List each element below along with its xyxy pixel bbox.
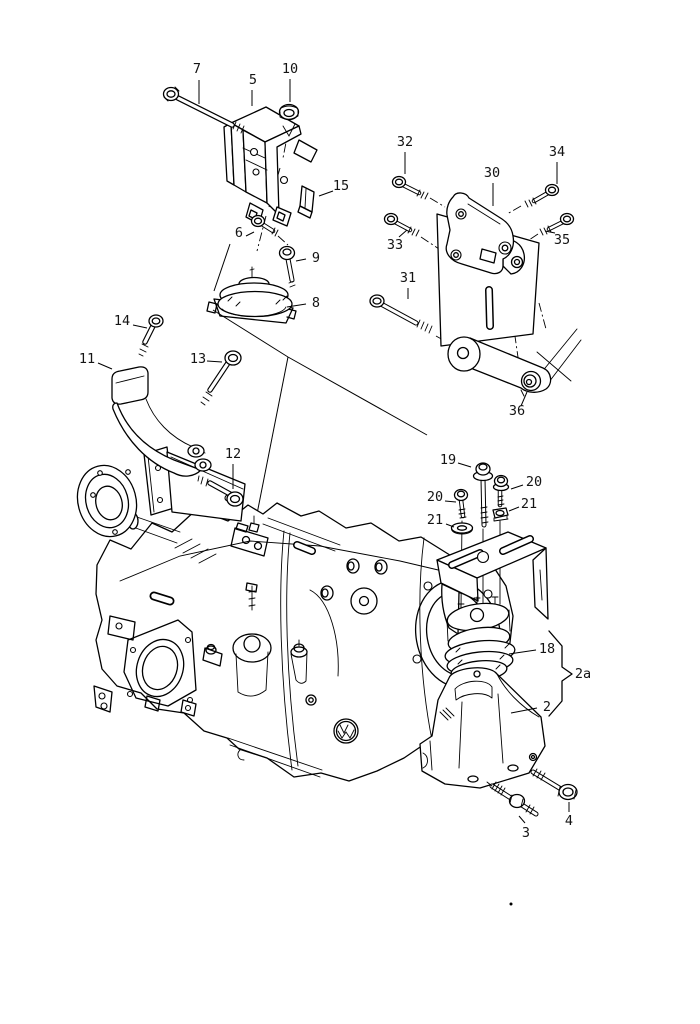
stray-dot [509, 902, 513, 906]
callout-3[interactable]: 3 [522, 825, 530, 841]
leader-lines [97, 79, 570, 824]
callout-33[interactable]: 33 [387, 237, 403, 253]
pendulum-support-36 [447, 328, 582, 397]
callout-4[interactable]: 4 [565, 813, 573, 829]
bolt-20-left [453, 488, 469, 519]
bracket-30 [445, 192, 526, 275]
callout-9[interactable]: 9 [312, 250, 320, 266]
mount-8 [206, 266, 297, 324]
bolt-31 [369, 294, 433, 334]
callout-21-left[interactable]: 21 [427, 512, 443, 528]
callout-35[interactable]: 35 [554, 232, 570, 248]
mount-assembly-top-right [369, 175, 582, 397]
screw-32 [391, 175, 429, 200]
mount-assembly-right [419, 462, 578, 817]
washer-21-left [450, 522, 474, 535]
brace-2a [548, 630, 573, 717]
callout-32[interactable]: 32 [397, 134, 413, 150]
bolt-20-right [492, 474, 510, 508]
screw-34 [524, 183, 560, 208]
callout-11[interactable]: 11 [79, 351, 95, 367]
callout-2a[interactable]: 2a [575, 666, 591, 682]
nut-10 [278, 103, 300, 137]
screw-6 [250, 214, 279, 237]
callout-36[interactable]: 36 [509, 403, 525, 419]
bolt-4 [530, 768, 578, 801]
vw-logo-icon [333, 718, 359, 744]
callout-14[interactable]: 14 [114, 313, 130, 329]
callout-6[interactable]: 6 [235, 225, 243, 241]
callout-7[interactable]: 7 [193, 61, 201, 77]
bolt-19 [472, 462, 494, 528]
callout-2[interactable]: 2 [543, 699, 551, 715]
callout-18[interactable]: 18 [539, 641, 555, 657]
callout-labels: 7 5 10 15 6 9 8 32 30 34 33 35 31 36 14 … [79, 61, 591, 841]
plate-15 [297, 185, 315, 219]
nut-21-right [492, 507, 509, 522]
callout-30[interactable]: 30 [484, 165, 500, 181]
screw-33 [383, 212, 420, 237]
screw-35 [539, 212, 575, 236]
callout-21-right[interactable]: 21 [521, 496, 537, 512]
callout-12[interactable]: 12 [225, 446, 241, 462]
callout-34[interactable]: 34 [549, 144, 565, 160]
gearbox-housing [76, 464, 514, 782]
bolt-12 [197, 475, 244, 507]
callout-31[interactable]: 31 [400, 270, 416, 286]
bracket-2 [419, 667, 546, 789]
bolt-7 [162, 86, 245, 134]
callout-19[interactable]: 19 [440, 452, 456, 468]
callout-20-left[interactable]: 20 [427, 489, 443, 505]
callout-20-right[interactable]: 20 [526, 474, 542, 490]
screw-9 [278, 245, 296, 288]
stud-3 [486, 781, 539, 817]
callout-5[interactable]: 5 [249, 72, 257, 88]
mount-assembly-top-left [162, 86, 318, 324]
bracket-11-assembly [111, 314, 246, 522]
bolt-13 [200, 350, 242, 406]
callout-10[interactable]: 10 [282, 61, 298, 77]
callout-8[interactable]: 8 [312, 295, 320, 311]
bracket-5 [223, 106, 318, 227]
callout-13[interactable]: 13 [190, 351, 206, 367]
callout-15[interactable]: 15 [333, 178, 349, 194]
bolt-14 [138, 314, 164, 357]
